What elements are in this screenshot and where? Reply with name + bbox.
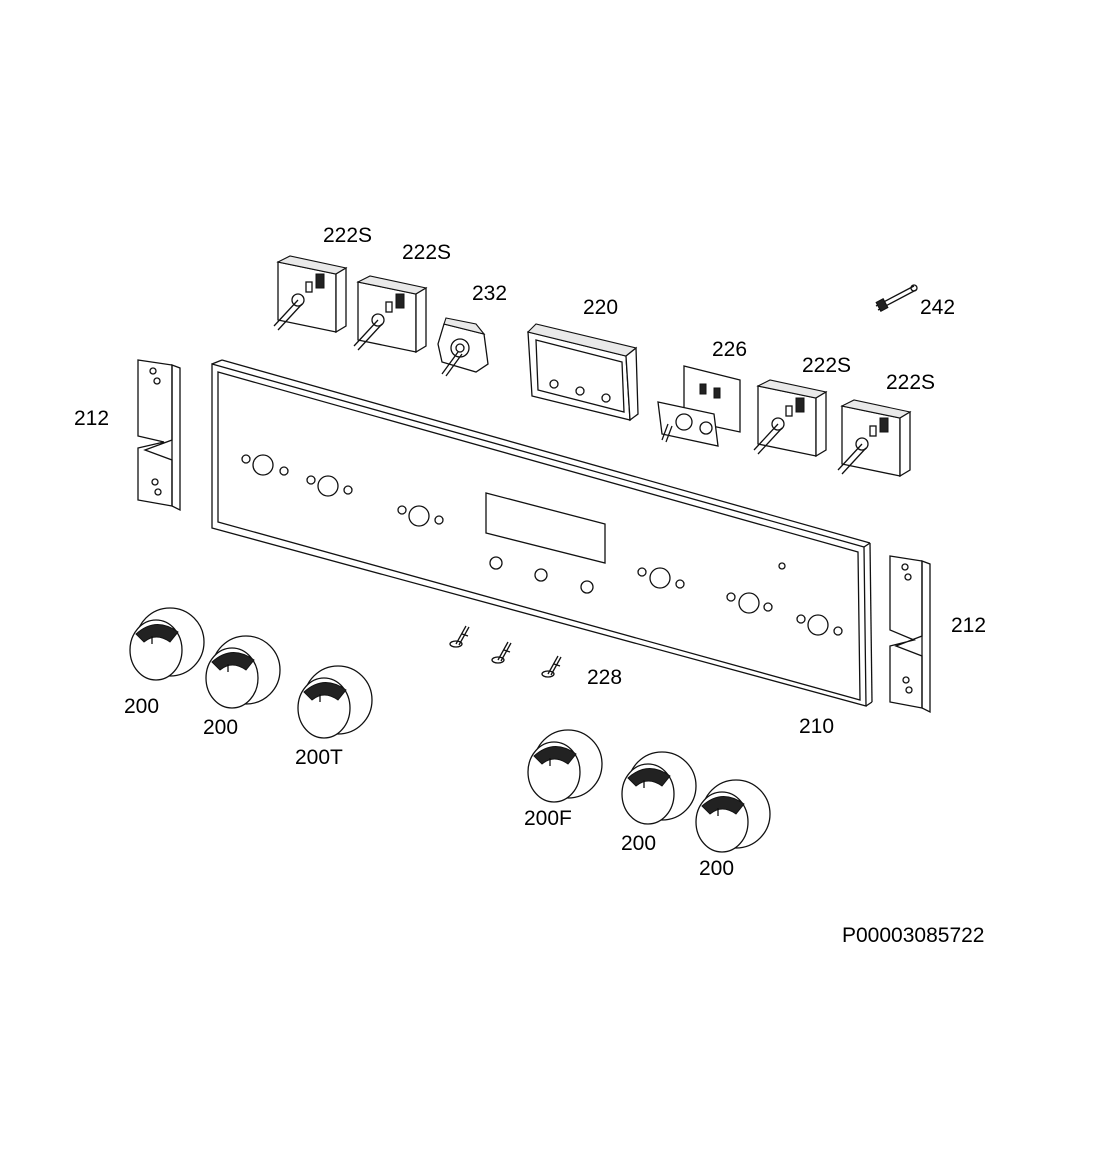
label-222S-d: 222S (886, 371, 936, 394)
control-panel (211, 359, 873, 707)
knob-5 (621, 751, 697, 825)
energy-regulator-2 (353, 275, 428, 354)
knob-3 (297, 665, 373, 739)
display-window (485, 492, 606, 564)
label-200T: 200T (295, 746, 343, 769)
bracket-left (137, 359, 181, 512)
timer-module (526, 323, 639, 422)
label-200-a: 200 (124, 695, 160, 718)
label-200-c: 200 (621, 832, 657, 855)
label-222S-a: 222S (323, 224, 373, 247)
label-200-b: 200 (203, 716, 239, 739)
label-242: 242 (920, 296, 956, 319)
label-228: 228 (587, 666, 623, 689)
label-222S-c: 222S (802, 354, 852, 377)
drawing-code: P00003085722 (842, 924, 985, 947)
bracket-right (889, 555, 931, 714)
knob-6 (695, 779, 771, 853)
label-200-d: 200 (699, 857, 735, 880)
label-212-right: 212 (951, 614, 987, 637)
selector-switch (657, 365, 741, 447)
knob-4 (527, 729, 603, 803)
energy-regulator-3 (753, 379, 828, 458)
energy-regulator-1 (273, 255, 348, 334)
thermostat (437, 317, 489, 377)
label-220: 220 (583, 296, 619, 319)
label-200F: 200F (524, 807, 572, 830)
screws (449, 625, 562, 678)
label-222S-b: 222S (402, 241, 452, 264)
label-210: 210 (799, 715, 835, 738)
energy-regulator-4 (837, 399, 912, 478)
knob-2 (205, 635, 281, 709)
label-232: 232 (472, 282, 508, 305)
label-212-left: 212 (74, 407, 110, 430)
knob-1 (129, 607, 205, 681)
label-226: 226 (712, 338, 748, 361)
indicator-lamp (875, 284, 918, 312)
